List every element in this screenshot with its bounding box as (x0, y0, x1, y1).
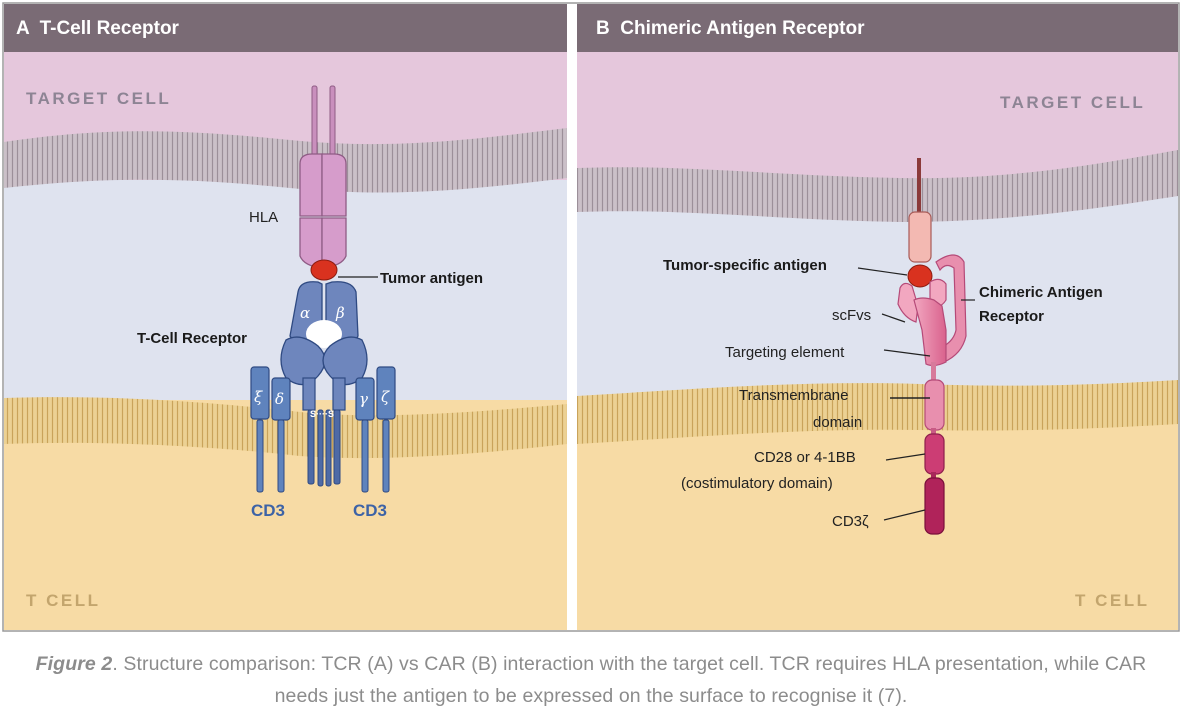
targeting-element-leader (883, 349, 931, 357)
panel-b-target-membrane (577, 150, 1178, 222)
cd3-gamma-label: γ (359, 390, 368, 408)
target-surface-protein (908, 158, 932, 263)
tumor-specific-antigen-label: Tumor-specific antigen (663, 257, 827, 274)
tumor-antigen-label: Tumor antigen (380, 270, 483, 287)
tumor-specific-antigen (907, 264, 933, 288)
chimeric-antigen-receptor-label-line1: Chimeric Antigen (979, 284, 1103, 301)
panel-a-header (4, 4, 567, 52)
scfvs-label: scFvs (832, 307, 871, 324)
hla-molecule (299, 85, 347, 269)
figure-frame (2, 2, 1180, 632)
receptor-comparison-figure: A T-Cell Receptor TARGET CELL T CELL HLA… (2, 0, 1180, 635)
costimulatory-leader (885, 453, 926, 461)
targeting-element-label: Targeting element (725, 344, 845, 361)
cd3-right-complex (355, 366, 396, 493)
transmembrane-label-line2: domain (813, 414, 862, 431)
panel-a-target-cell-label: TARGET CELL (26, 89, 171, 108)
transmembrane-label-line1: Transmembrane (739, 387, 848, 404)
panel-b-header (577, 4, 1178, 52)
disulfide-bond-label: S····S (310, 409, 334, 419)
costimulatory-label-line2: (costimulatory domain) (681, 475, 833, 492)
tumor-antigen (310, 259, 338, 281)
cd3z-leader (883, 509, 926, 521)
scfvs-leader (881, 313, 906, 323)
panel-b-t-cell-membrane (577, 380, 1178, 444)
panel-a-t-cell-membrane (4, 397, 567, 459)
panel-divider (567, 0, 577, 635)
panel-a-target-membrane (4, 128, 567, 193)
chimeric-antigen-receptor-label-line2: Receptor (979, 308, 1044, 325)
panel-a: A T-Cell Receptor TARGET CELL T CELL HLA… (4, 4, 567, 630)
costimulatory-label-line1: CD28 or 4-1BB (754, 449, 856, 466)
cd3-zeta-label: ζ (381, 388, 390, 406)
figure-caption: Figure 2. Structure comparison: TCR (A) … (20, 648, 1162, 712)
figure-caption-text: . Structure comparison: TCR (A) vs CAR (… (112, 653, 1147, 707)
cd3-left-complex (250, 366, 291, 493)
cd3-delta-label: δ (275, 390, 284, 408)
t-cell-receptor-label: T-Cell Receptor (137, 330, 247, 347)
panel-a-title: A T-Cell Receptor (16, 18, 180, 39)
cd3-right-label: CD3 (353, 501, 387, 520)
t-cell-receptor (280, 281, 368, 487)
figure-caption-label: Figure 2 (35, 653, 113, 675)
tcr-beta-label: β (335, 304, 345, 322)
panel-a-t-cell-label: T CELL (26, 591, 101, 610)
panel-b-title: B Chimeric Antigen Receptor (596, 18, 865, 39)
tumor-specific-antigen-leader (857, 267, 908, 276)
tcr-alpha-label: α (300, 304, 310, 322)
panel-b: B Chimeric Antigen Receptor TARGET CELL … (577, 4, 1178, 630)
panel-b-target-cell-label: TARGET CELL (1000, 93, 1145, 112)
cd3-left-label: CD3 (251, 501, 285, 520)
panel-b-t-cell-region (577, 400, 1178, 630)
cd3z-label: CD3ζ (832, 513, 869, 530)
hla-label: HLA (249, 209, 278, 226)
panel-b-t-cell-label: T CELL (1075, 591, 1150, 610)
cd3-xi-label: ξ (254, 388, 263, 406)
chimeric-antigen-receptor (897, 254, 967, 535)
